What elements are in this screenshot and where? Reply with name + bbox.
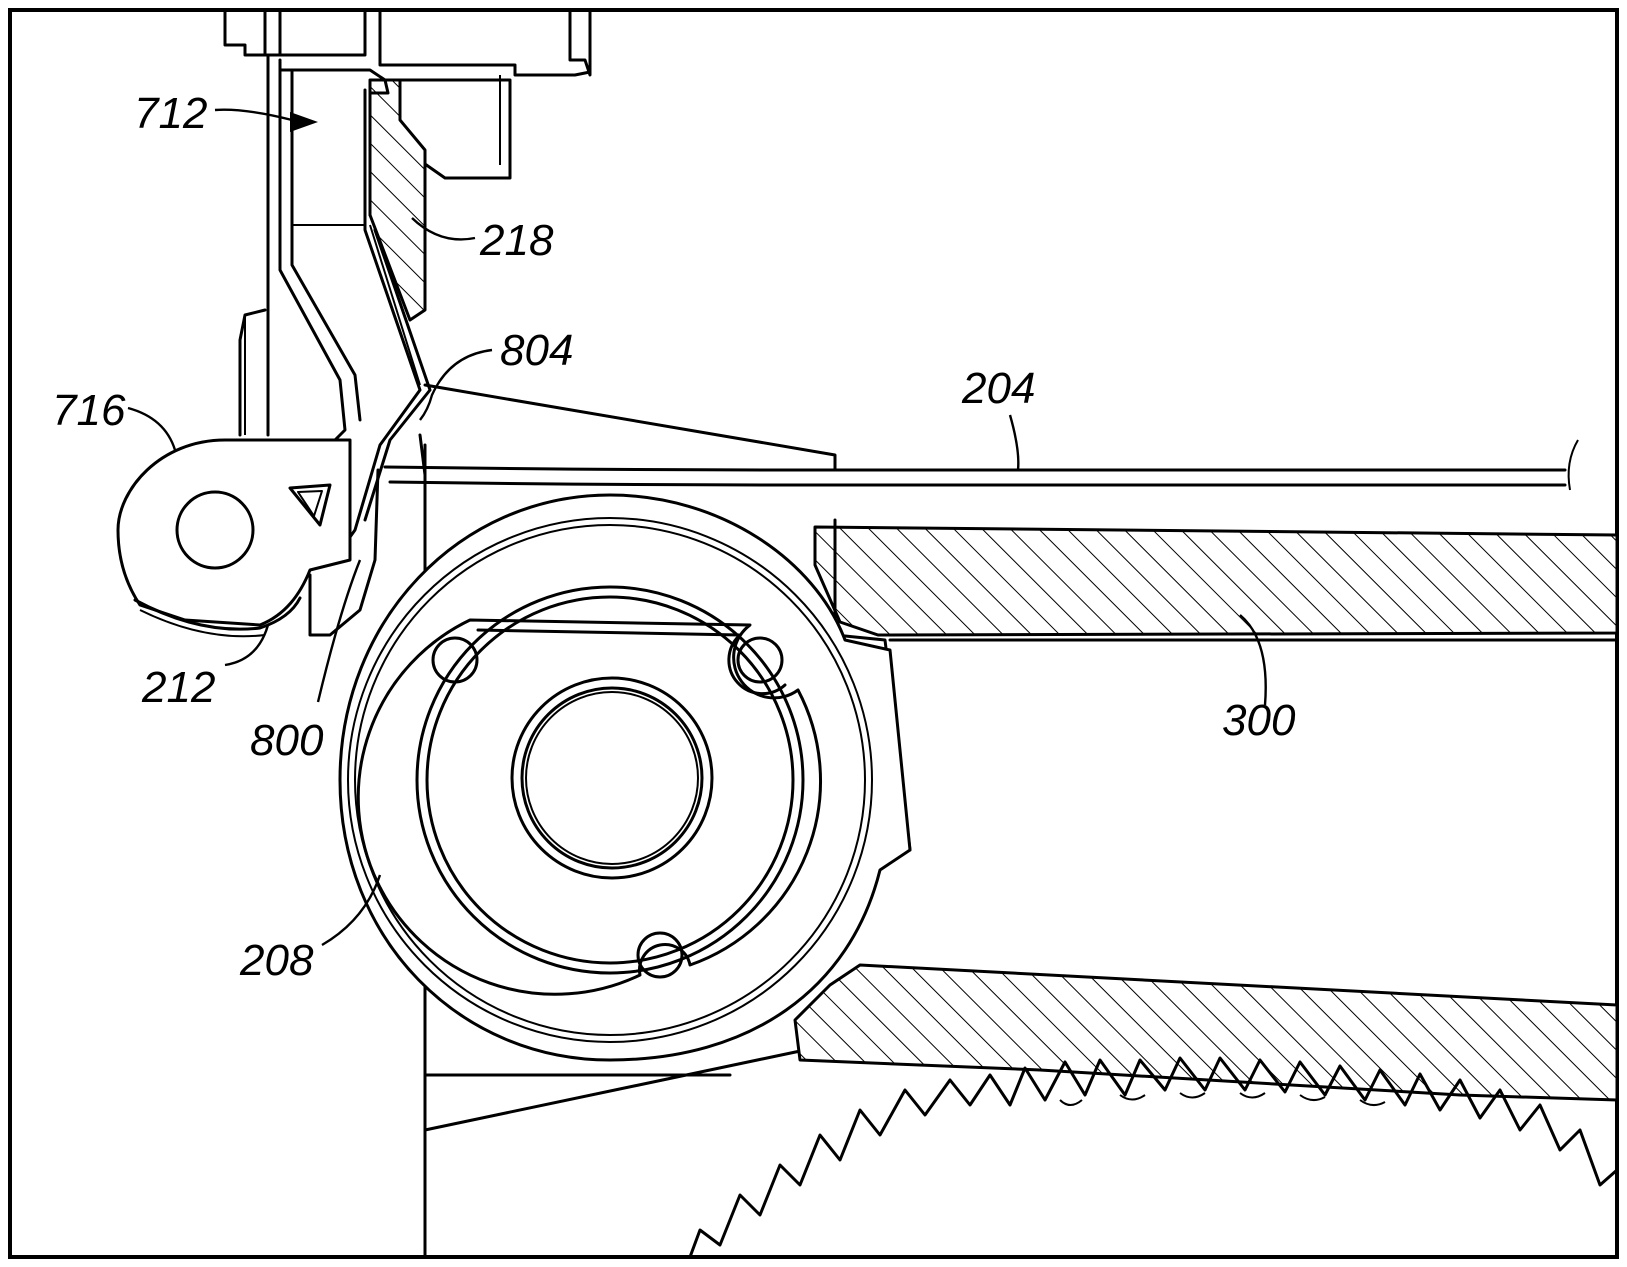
label-716: 716 <box>52 386 126 435</box>
label-300: 300 <box>1222 696 1296 745</box>
label-800: 800 <box>250 716 324 765</box>
label-204: 204 <box>961 364 1035 413</box>
label-218: 218 <box>479 216 554 265</box>
part-300 <box>815 527 1617 635</box>
label-712: 712 <box>134 89 207 138</box>
label-212: 212 <box>141 663 215 712</box>
label-208: 208 <box>239 936 314 985</box>
label-804: 804 <box>500 326 573 375</box>
